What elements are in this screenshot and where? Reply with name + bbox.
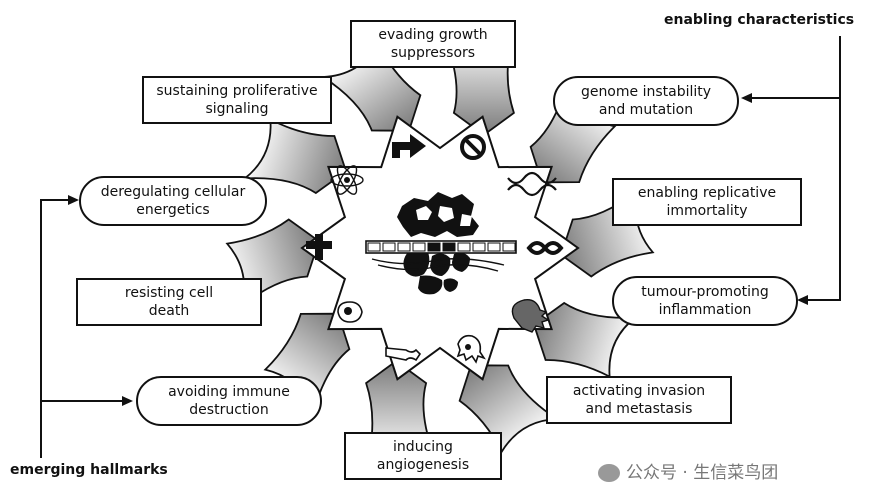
emerging-hallmarks-heading: emerging hallmarks bbox=[10, 462, 168, 478]
arrow-turn-icon bbox=[392, 134, 426, 158]
cell-block bbox=[442, 242, 456, 252]
cell-block bbox=[502, 242, 516, 252]
hallmark-arrow bbox=[532, 301, 638, 379]
label-enabling-replicative-immortality: enabling replicative immortality bbox=[612, 178, 802, 226]
dna-helix-icon bbox=[507, 171, 557, 197]
atom-icon bbox=[330, 165, 364, 195]
hallmark-arrow bbox=[458, 364, 560, 454]
hallmark-arrow bbox=[320, 42, 422, 132]
label-evading-growth-suppressors: evading growth suppressors bbox=[350, 20, 516, 68]
label-genome-instability: genome instability and mutation bbox=[553, 76, 739, 126]
blood-vessel-icon bbox=[385, 347, 422, 362]
hallmark-icons bbox=[306, 134, 564, 364]
cell-block bbox=[382, 242, 396, 252]
label-inducing-angiogenesis: inducing angiogenesis bbox=[344, 432, 502, 480]
wechat-icon bbox=[598, 464, 620, 482]
invading-cell-icon bbox=[456, 334, 486, 364]
label-avoiding-immune-destruction: avoiding immune destruction bbox=[136, 376, 322, 426]
cell-block bbox=[472, 242, 486, 252]
immune-cell-icon bbox=[337, 301, 363, 323]
enabling-characteristics-heading: enabling characteristics bbox=[664, 12, 855, 28]
connector-lines bbox=[40, 36, 841, 458]
label-tumour-promoting-inflammation: tumour-promoting inflammation bbox=[612, 276, 798, 326]
label-activating-invasion-metastasis: activating invasion and metastasis bbox=[546, 376, 732, 424]
infinity-icon bbox=[526, 241, 564, 255]
no-entry-icon bbox=[460, 134, 486, 160]
label-deregulating-cellular-energetics: deregulating cellular energetics bbox=[79, 176, 267, 226]
cell-block bbox=[427, 242, 441, 252]
macrophage-icon bbox=[511, 299, 550, 333]
cross-icon bbox=[306, 234, 332, 260]
label-resisting-cell-death: resisting cell death bbox=[76, 278, 262, 326]
cell-block bbox=[412, 242, 426, 252]
cell-block bbox=[487, 242, 501, 252]
watermark: 公众号 · 生信菜鸟团 bbox=[598, 458, 778, 483]
label-sustaining-proliferative-signaling: sustaining proliferative signaling bbox=[142, 76, 332, 124]
watermark-text: 公众号 · 生信菜鸟团 bbox=[626, 463, 779, 483]
cell-block bbox=[367, 242, 381, 252]
tumour-cell-cluster-icon bbox=[365, 192, 517, 295]
cell-block bbox=[457, 242, 471, 252]
cell-block bbox=[397, 242, 411, 252]
hallmark-arrow bbox=[242, 117, 348, 195]
